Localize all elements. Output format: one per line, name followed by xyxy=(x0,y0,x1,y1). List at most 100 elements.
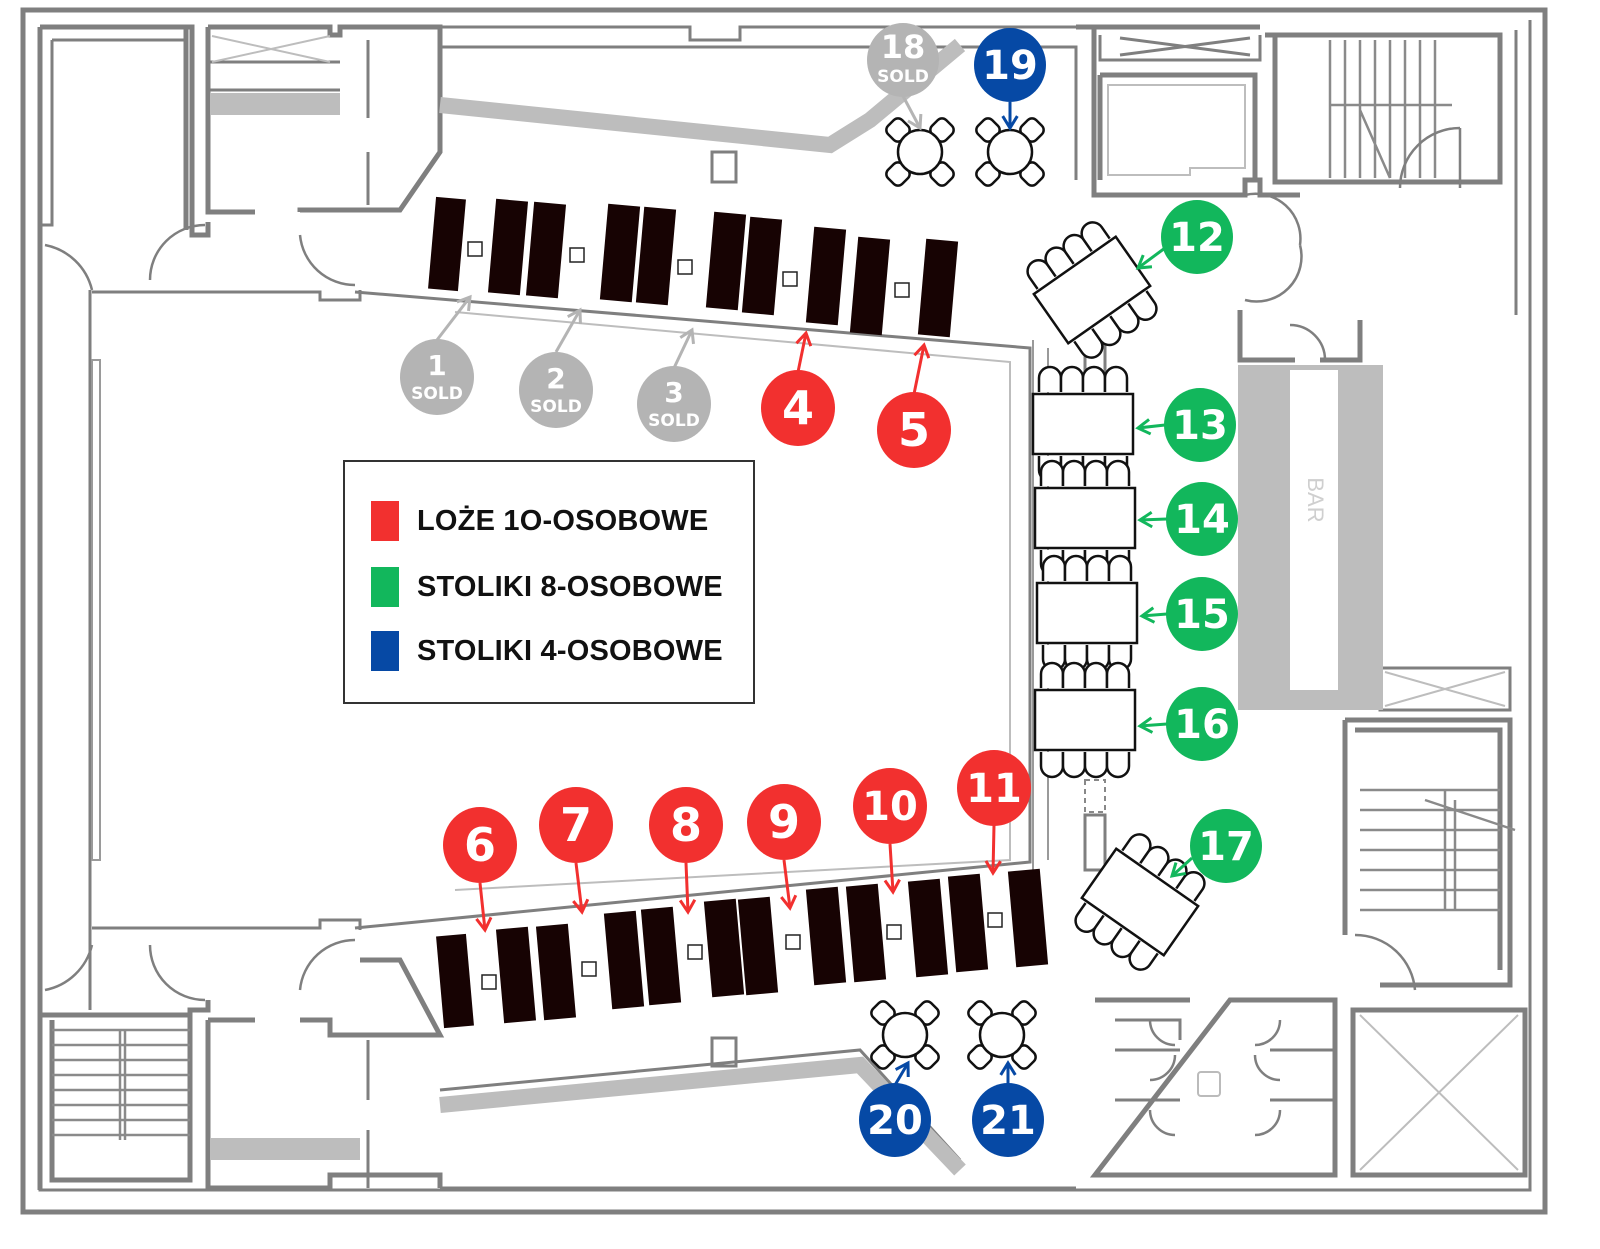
chair xyxy=(1105,661,1131,688)
chair xyxy=(1083,661,1109,688)
marker-circle xyxy=(972,1083,1044,1157)
place-marker-7[interactable]: 7 xyxy=(539,787,613,863)
place-marker-16[interactable]: 16 xyxy=(1166,687,1238,761)
place-marker-20[interactable]: 20 xyxy=(859,1083,931,1157)
place-marker-21[interactable]: 21 xyxy=(972,1083,1044,1157)
marker-circle xyxy=(443,807,517,883)
chair xyxy=(1128,940,1159,971)
sold-label: SOLD xyxy=(530,397,582,417)
arrow-head-icon xyxy=(913,342,931,359)
marker-number: 17 xyxy=(1198,824,1254,870)
pillar xyxy=(782,271,798,287)
lodge-couch xyxy=(436,933,474,1029)
place-marker-17[interactable]: 17 xyxy=(1190,809,1262,883)
table-top xyxy=(1035,581,1139,645)
marker-number: 19 xyxy=(982,43,1038,89)
marker-circle xyxy=(637,366,711,442)
arrow-line xyxy=(912,344,926,395)
marker-circle xyxy=(1166,577,1238,651)
long-table-8 xyxy=(1026,221,1158,359)
place-marker-14[interactable]: 14 xyxy=(1166,482,1238,556)
place-marker-13[interactable]: 13 xyxy=(1164,388,1236,462)
table-top xyxy=(1031,392,1135,456)
arrow-head-icon xyxy=(1137,510,1153,529)
bar-area: BAR xyxy=(1237,310,1383,710)
lodge-couch xyxy=(703,898,745,998)
lodge-couch xyxy=(917,238,959,338)
lodge-couch xyxy=(525,201,567,299)
marker-number: 7 xyxy=(560,798,592,852)
table-top xyxy=(986,128,1034,176)
arrow-head-icon xyxy=(475,916,493,933)
place-marker-19[interactable]: 19 xyxy=(974,28,1046,102)
round-table-4 xyxy=(975,117,1045,187)
arrow-head-icon xyxy=(1135,418,1152,436)
marker-number: 5 xyxy=(898,403,930,457)
chair xyxy=(1105,752,1131,779)
marker-circle xyxy=(974,28,1046,102)
marker-circle xyxy=(1190,809,1262,883)
arrow-line xyxy=(888,843,895,893)
lodge-couch xyxy=(603,910,645,1010)
place-marker-5[interactable]: 5 xyxy=(877,392,951,468)
lodge-couch xyxy=(741,216,783,316)
arrow-head-icon xyxy=(1135,254,1153,270)
pillar xyxy=(467,241,483,257)
marker-circle xyxy=(519,352,593,428)
chair xyxy=(1175,871,1206,902)
sold-label: SOLD xyxy=(648,411,700,431)
marker-number: 18 xyxy=(881,28,926,66)
place-marker-6[interactable]: 6 xyxy=(443,807,517,883)
place-marker-4[interactable]: 4 xyxy=(761,370,835,446)
pillar xyxy=(886,924,902,940)
arrow-line xyxy=(1137,423,1166,430)
legend-swatch-red xyxy=(371,501,399,541)
lodge-couch xyxy=(907,878,949,978)
arrow-line xyxy=(991,824,996,874)
marker-circle xyxy=(1166,687,1238,761)
chair xyxy=(1037,365,1063,392)
place-marker-9[interactable]: 9 xyxy=(747,784,821,860)
place-marker-15[interactable]: 15 xyxy=(1166,577,1238,651)
arrow-head-icon xyxy=(679,327,695,345)
chair xyxy=(1063,554,1089,581)
chair xyxy=(1085,554,1111,581)
marker-circle xyxy=(400,339,474,415)
long-table-8 xyxy=(1074,833,1206,971)
marker-number: 20 xyxy=(867,1098,923,1144)
arrow-head-icon xyxy=(907,113,923,131)
arrow-line xyxy=(782,859,792,909)
lodge-couch xyxy=(805,226,847,326)
place-marker-10[interactable]: 10 xyxy=(853,768,927,844)
chair xyxy=(1083,752,1109,779)
sold-label: SOLD xyxy=(877,67,929,87)
tables xyxy=(870,117,1206,1070)
arrow-line xyxy=(574,862,584,913)
lodge-couch xyxy=(805,886,847,986)
marker-number: 9 xyxy=(768,795,800,849)
arrow-line xyxy=(478,882,487,931)
chair xyxy=(1041,554,1067,581)
arrow-line xyxy=(1137,246,1166,270)
legend-item-table8: STOLIKI 8-OSOBOWE xyxy=(371,566,723,608)
place-marker-11[interactable]: 11 xyxy=(957,750,1031,826)
lodge-couch xyxy=(487,198,529,296)
legend-swatch-blue xyxy=(371,631,399,671)
marker-number: 1 xyxy=(427,349,446,382)
round-table-4 xyxy=(870,1000,940,1070)
arrow-line xyxy=(684,862,690,913)
chair xyxy=(1127,290,1158,321)
place-marker-8[interactable]: 8 xyxy=(649,787,723,863)
long-table-8 xyxy=(1035,554,1139,672)
marker-circle xyxy=(747,784,821,860)
arrow-head-icon xyxy=(883,878,901,895)
lodge-couch xyxy=(737,896,779,996)
place-marker-12[interactable]: 12 xyxy=(1161,200,1233,274)
arrow-head-icon xyxy=(572,898,590,915)
chair xyxy=(1080,221,1111,252)
legend-label: STOLIKI 4-OSOBOWE xyxy=(417,634,723,667)
